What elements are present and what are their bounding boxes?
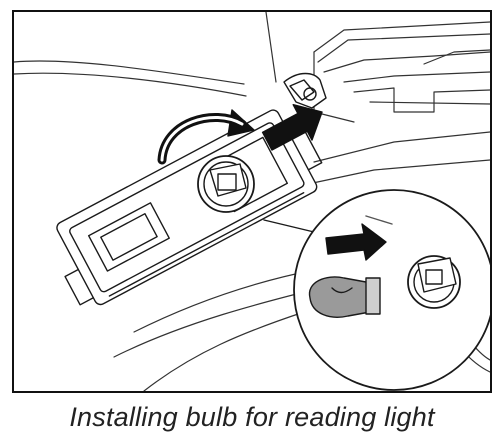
socket-connector — [283, 72, 327, 109]
installed-socket — [197, 155, 255, 213]
wedge-bulb — [308, 276, 381, 318]
diagram-illustration — [14, 12, 490, 391]
illustration-frame — [12, 10, 492, 393]
insert-arrow-icon — [325, 223, 387, 261]
figure-caption: Installing bulb for reading light — [69, 402, 435, 432]
socket-detail — [407, 255, 461, 309]
lamp-housing — [56, 109, 323, 306]
detail-callout — [263, 189, 490, 391]
rotate-arrow-icon — [157, 109, 255, 165]
push-arrow-icon — [261, 104, 323, 151]
